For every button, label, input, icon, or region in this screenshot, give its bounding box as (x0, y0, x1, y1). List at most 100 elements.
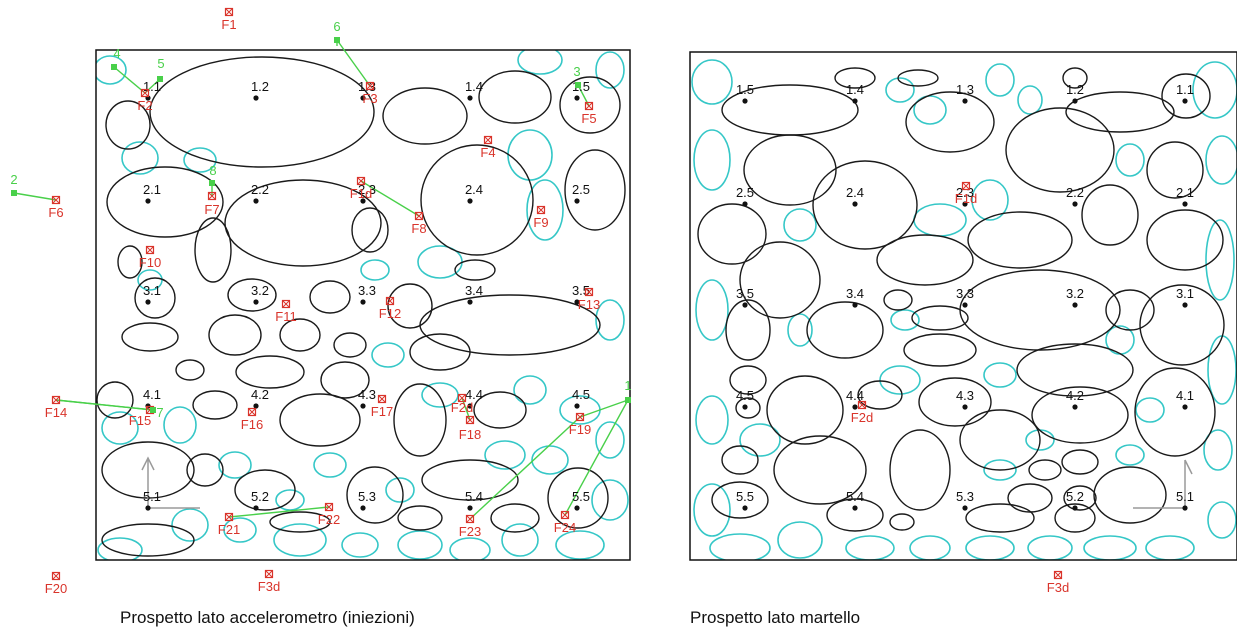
point-label: 3.4 (465, 283, 483, 298)
point-marker (1182, 505, 1188, 511)
flaw-label: F1d (955, 191, 977, 206)
point-marker (1072, 404, 1078, 410)
left-marks: 1.11.21.31.41.52.12.22.32.42.53.13.23.33… (10, 7, 632, 596)
flaw-label: F6 (48, 205, 63, 220)
sensor-link-line (113, 66, 146, 94)
flaw-marker (961, 181, 971, 191)
right-stone-outlines (697, 67, 1225, 533)
flaw-marker (584, 287, 594, 297)
flaw-marker-cross (366, 82, 374, 90)
flaw-marker-box (483, 135, 493, 145)
point-marker (742, 302, 748, 308)
flaw-marker-box (575, 412, 585, 422)
sensor-label: 5 (157, 56, 164, 71)
flaw-marker-cross (466, 416, 474, 424)
point-marker (1182, 302, 1188, 308)
flaw-marker-cross (248, 408, 256, 416)
flaw-marker-box (377, 394, 387, 404)
flaw-label: F23 (459, 524, 481, 539)
flaw-marker-box (385, 296, 395, 306)
point-marker (852, 201, 858, 207)
point-label: 1.2 (1066, 82, 1084, 97)
point-marker (852, 505, 858, 511)
point-marker (1182, 404, 1188, 410)
point-label: 4.2 (251, 387, 269, 402)
point-label: 2.4 (465, 182, 483, 197)
sensor-link-line (564, 399, 629, 516)
flaw-marker-cross (52, 396, 60, 404)
point-label: 1.1 (1176, 82, 1194, 97)
flaw-label: F5 (581, 111, 596, 126)
point-marker (360, 403, 366, 409)
left-panel-caption: Prospetto lato accelerometro (iniezioni) (120, 608, 415, 627)
sensor-link-line (360, 180, 420, 217)
flaw-marker (51, 395, 61, 405)
sensor-marker (157, 76, 163, 82)
point-label: 4.4 (465, 387, 483, 402)
flaw-marker-box (584, 101, 594, 111)
flaw-marker-cross (561, 511, 569, 519)
point-marker (574, 299, 580, 305)
sensor-link-line (579, 399, 629, 418)
point-label: 2.1 (1176, 185, 1194, 200)
point-label: 3.1 (143, 283, 161, 298)
point-label: 5.1 (143, 489, 161, 504)
point-marker (145, 198, 151, 204)
flaw-marker-cross (282, 300, 290, 308)
flaw-marker-cross (225, 8, 233, 16)
point-label: 2.5 (572, 182, 590, 197)
flaw-marker (365, 81, 375, 91)
sensor-label: 1 (624, 378, 631, 393)
flaw-marker-box (465, 514, 475, 524)
flaw-marker (224, 512, 234, 522)
sensor-label: 4 (113, 46, 120, 61)
point-marker (852, 98, 858, 104)
point-marker (742, 201, 748, 207)
point-label: 2.4 (846, 185, 864, 200)
point-label: 4.3 (956, 388, 974, 403)
point-marker (253, 198, 259, 204)
flaw-label: F2d (851, 410, 873, 425)
flaw-marker-box (584, 287, 594, 297)
flaw-marker-cross (325, 503, 333, 511)
flaw-marker-cross (466, 515, 474, 523)
flaw-marker-box (560, 510, 570, 520)
point-marker (962, 404, 968, 410)
flaw-marker (356, 176, 366, 186)
flaw-marker-box (465, 415, 475, 425)
point-marker (253, 403, 259, 409)
right-axes-icon (1133, 459, 1193, 509)
point-label: 2.5 (736, 185, 754, 200)
flaw-marker (224, 7, 234, 17)
point-label: 5.5 (572, 489, 590, 504)
point-marker (360, 505, 366, 511)
flaw-label: F2 (137, 98, 152, 113)
point-marker (253, 95, 259, 101)
point-marker (467, 198, 473, 204)
flaw-marker (483, 135, 493, 145)
right-wall-panel: 1.51.41.31.21.12.52.42.32.22.13.53.43.33… (689, 51, 1237, 595)
flaw-marker (247, 407, 257, 417)
sensor-marker (334, 37, 340, 43)
point-label: 4.5 (736, 388, 754, 403)
flaw-label: F17 (371, 404, 393, 419)
flaw-label: F7 (204, 202, 219, 217)
point-marker (253, 299, 259, 305)
flaw-label: F11 (275, 309, 296, 324)
flaw-marker-cross (146, 246, 154, 254)
point-label: 5.5 (736, 489, 754, 504)
flaw-marker-cross (585, 288, 593, 296)
point-label: 2.2 (1066, 185, 1084, 200)
point-marker (962, 98, 968, 104)
point-marker (360, 198, 366, 204)
flaw-label: F22 (318, 512, 340, 527)
point-marker (467, 299, 473, 305)
left-wall-panel: 1.11.21.31.41.52.12.22.32.42.53.13.23.33… (10, 7, 632, 596)
flaw-label: F2d (451, 400, 473, 415)
point-label: 1.2 (251, 79, 269, 94)
sensor-marker (111, 64, 117, 70)
flaw-label: F1d (350, 186, 372, 201)
point-marker (467, 505, 473, 511)
